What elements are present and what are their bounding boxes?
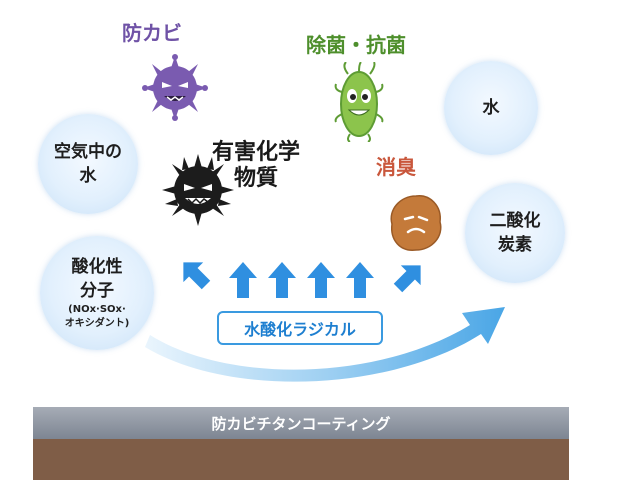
oxidizing-molecule-label: 酸化性 分子 — [71, 257, 123, 301]
co2-label: 二酸化 炭素 — [489, 211, 541, 255]
air-water-label: 空気中の 水 — [54, 142, 122, 186]
substrate-ground — [33, 439, 569, 480]
odor-icon — [390, 195, 442, 251]
arrow-up-icon-3 — [307, 262, 335, 298]
oxidizing-molecule-sublabel: (NOx·SOx· オキシダント) — [64, 304, 130, 329]
arrow-up-icon-4 — [346, 262, 374, 298]
arrow-up-icon-1 — [229, 262, 257, 298]
arrow-up-icon-2 — [268, 262, 296, 298]
bacteria-icon — [334, 62, 384, 142]
air-water-bubble: 空気中の 水 — [38, 114, 138, 214]
harmful-chemical-label: 有害化学 物質 — [212, 140, 301, 191]
harmful-chemical-icon — [162, 154, 234, 226]
arrow-up-left-icon — [183, 262, 211, 290]
mold-label: 防カビ — [122, 21, 182, 45]
mold-germ-icon — [142, 54, 208, 121]
hydroxyl-radical-box: 水酸化ラジカル — [217, 311, 383, 345]
oxidizing-molecule-bubble: 酸化性 分子 (NOx·SOx· オキシダント) — [40, 236, 154, 350]
deodorize-label: 消臭 — [376, 155, 416, 179]
water-bubble: 水 — [444, 61, 538, 155]
co2-bubble: 二酸化 炭素 — [465, 183, 565, 283]
arrow-up-right-icon — [393, 265, 421, 293]
hydroxyl-radical-label: 水酸化ラジカル — [244, 320, 356, 339]
coating-band: 防カビチタンコーティング — [33, 407, 569, 439]
coating-label: 防カビチタンコーティング — [211, 414, 391, 433]
water-label: 水 — [482, 98, 500, 118]
antibacterial-label: 除菌・抗菌 — [306, 33, 406, 57]
